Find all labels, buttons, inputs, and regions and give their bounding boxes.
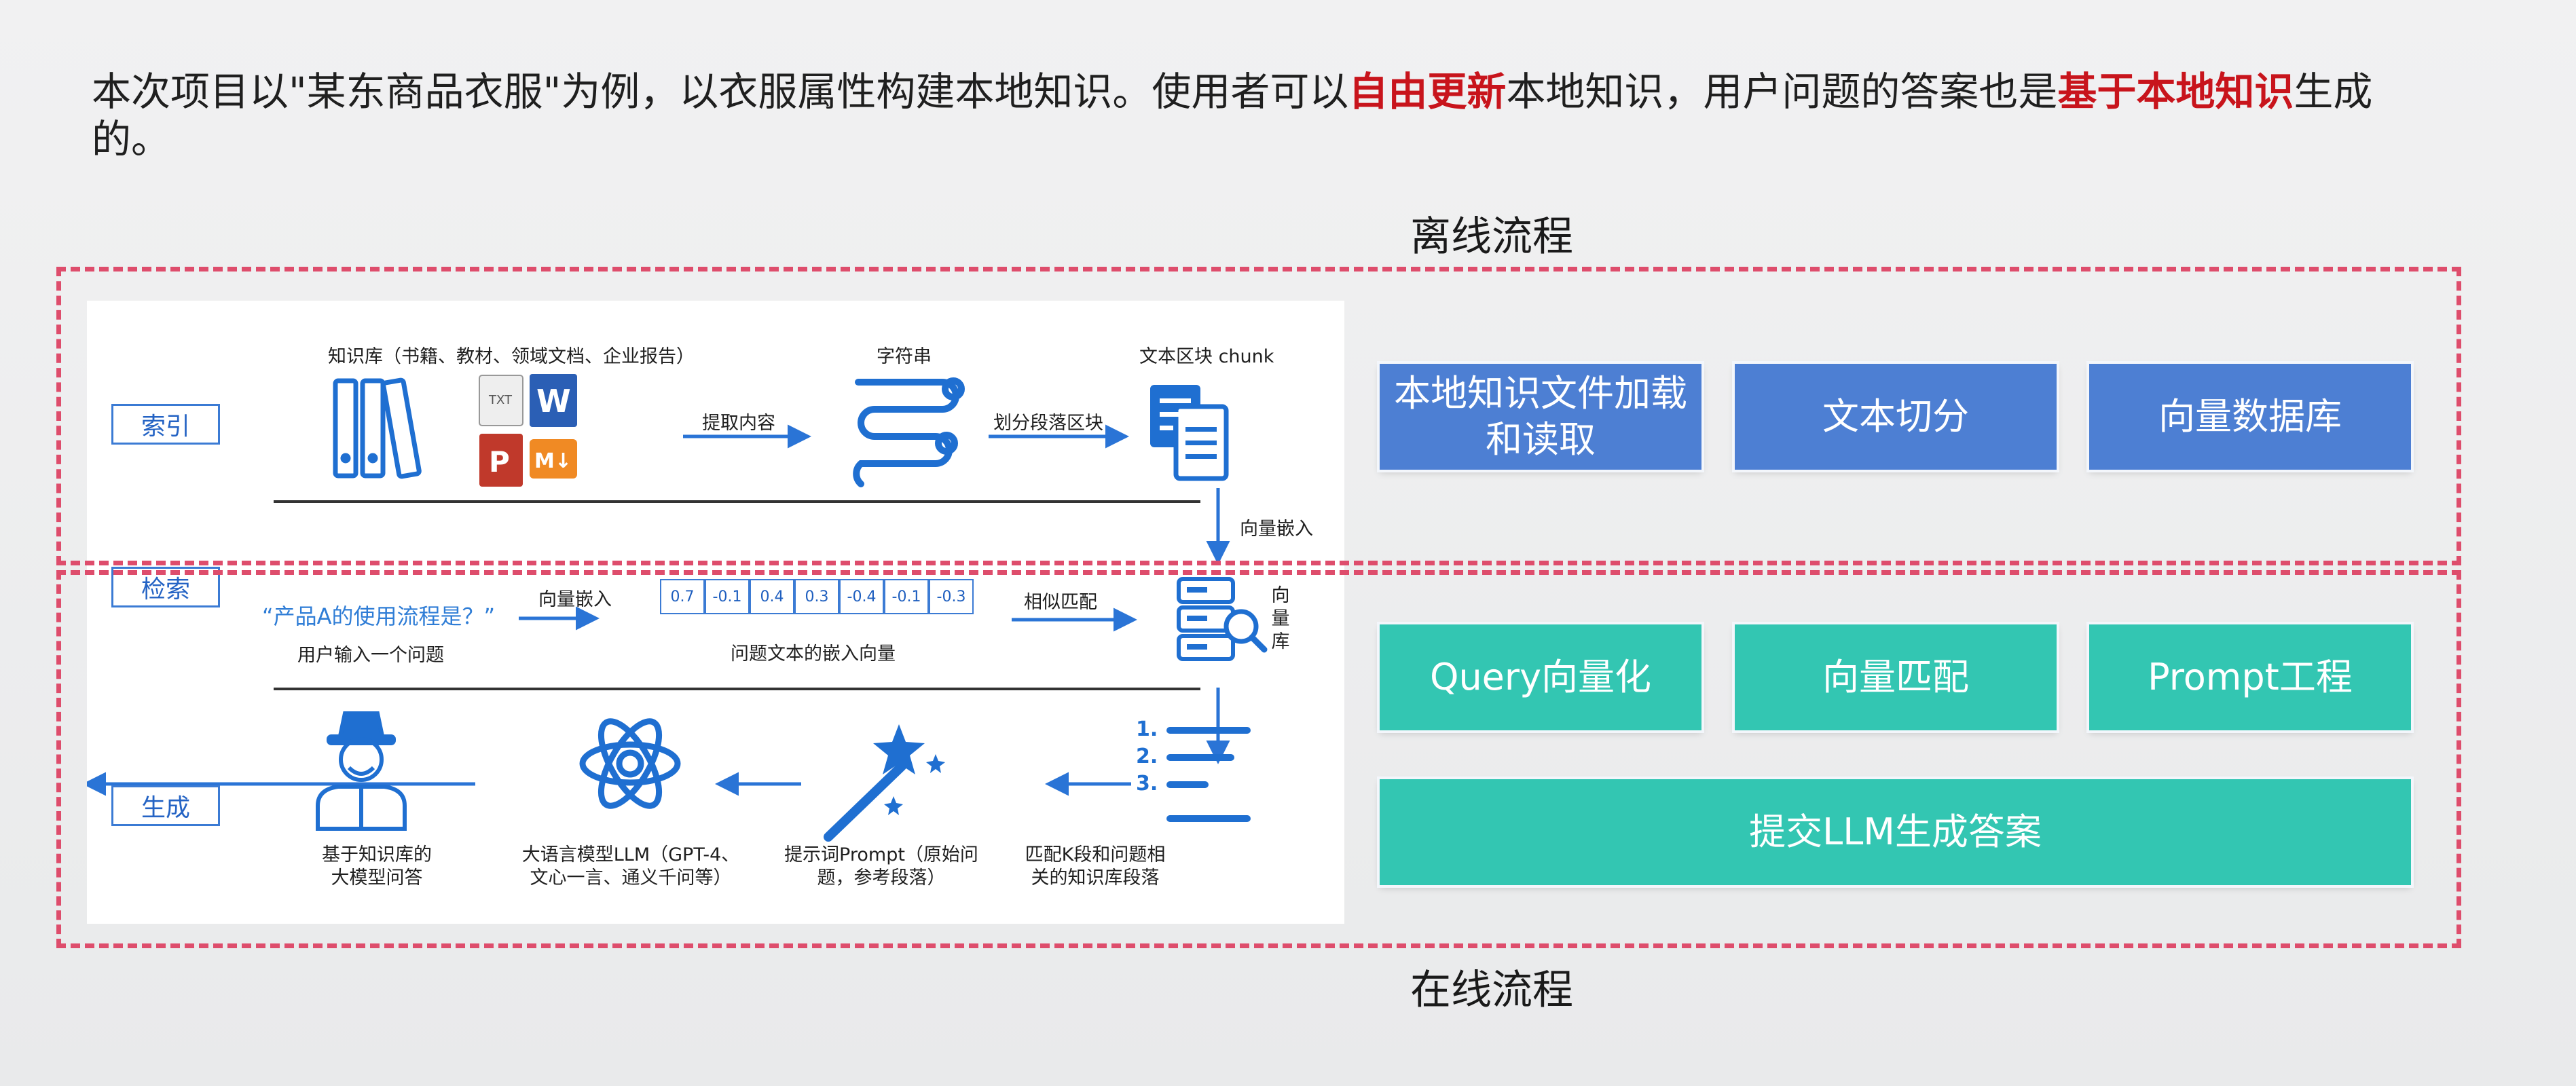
extract-label: 提取内容	[702, 413, 775, 434]
chunk-label: 文本区块 chunk	[1139, 346, 1274, 367]
embed-down-label: 向量嵌入	[1240, 519, 1313, 540]
block-load-local-files: 本地知识文件加载和读取	[1380, 364, 1701, 470]
prompt-label: 提示词Prompt（原始问题，参考段落）	[784, 844, 978, 888]
block-submit-llm: 提交LLM生成答案	[1380, 779, 2411, 885]
markdown-label: M↓	[534, 449, 572, 473]
user-input-label: 用户输入一个问题	[297, 645, 444, 666]
person-icon	[316, 711, 407, 831]
txt-label: TXT	[488, 393, 513, 407]
vector-cell: -0.1	[884, 579, 929, 614]
string-label: 字符串	[877, 346, 932, 367]
vector-cell: 0.3	[794, 579, 839, 614]
intro-text-2: 本地知识，用户问题的答案也是	[1506, 69, 2058, 115]
list-number: 2.	[1136, 745, 1158, 768]
vector-database-icon	[1177, 577, 1268, 661]
rag-diagram: TXT W P M↓	[87, 301, 1344, 924]
offline-title: 离线流程	[1410, 213, 1573, 261]
split-label: 划分段落区块	[993, 413, 1103, 434]
intro-text-3: 生成的。	[92, 69, 2373, 162]
block-prompt-engineering: Prompt工程	[2089, 624, 2411, 730]
chunk-document-icon	[1150, 385, 1229, 481]
online-title: 在线流程	[1410, 967, 1573, 1014]
books-icon	[333, 377, 422, 479]
llm-label: 大语言模型LLM（GPT-4、文心一言、通义千问等）	[521, 844, 740, 888]
vector-cell: -0.3	[929, 579, 974, 614]
block-query-vectorize: Query向量化	[1380, 624, 1701, 730]
string-icon	[853, 377, 965, 487]
similar-match-label: 相似匹配	[1024, 592, 1097, 613]
block-vector-database: 向量数据库	[2089, 364, 2411, 470]
word-label: W	[536, 383, 571, 419]
vector-cell: 0.4	[750, 579, 794, 614]
pdf-label: P	[489, 445, 510, 479]
matched-paragraphs-label: 匹配K段和问题相关的知识库段落	[1025, 844, 1166, 888]
user-query-text: “产品A的使用流程是？”	[262, 603, 496, 629]
intro-text-1: 本次项目以"某东商品衣服"为例，以衣服属性构建本地知识。使用者可以	[92, 69, 1349, 115]
offline-dashed-region	[56, 267, 2461, 565]
intro-highlight-free-update: 自由更新	[1348, 69, 1507, 115]
vector-cell: -0.1	[705, 579, 750, 614]
online-dashed-region	[56, 570, 2461, 948]
pdf-file-icon: P	[479, 434, 523, 487]
magic-wand-icon	[824, 724, 945, 842]
label-generate: 生成	[111, 785, 220, 826]
block-vector-match: 向量匹配	[1735, 624, 2057, 730]
vector-cell: -0.4	[839, 579, 884, 614]
knowledge-base-label: 知识库（书籍、教材、领域文档、企业报告）	[328, 346, 695, 367]
word-file-icon: W	[530, 374, 577, 427]
list-number: 1.	[1136, 717, 1158, 741]
block-text-split: 文本切分	[1735, 364, 2057, 470]
txt-file-icon: TXT	[479, 375, 523, 426]
query-vector-label: 问题文本的嵌入向量	[731, 643, 896, 664]
markdown-file-icon: M↓	[530, 439, 577, 479]
diagram-graphics: TXT W P M↓	[87, 374, 1268, 842]
llm-logo-icon	[579, 718, 681, 809]
vector-cell: 0.7	[660, 579, 705, 614]
query-embed-label: 向量嵌入	[538, 589, 612, 610]
list-number: 3.	[1136, 772, 1158, 795]
intro-paragraph: 本次项目以"某东商品衣服"为例，以衣服属性构建本地知识。使用者可以自由更新本地知…	[92, 68, 2434, 163]
label-index: 索引	[111, 404, 220, 445]
answer-label: 基于知识库的大模型问答	[322, 844, 432, 888]
numbered-list-icon	[1166, 727, 1251, 822]
intro-highlight-local-knowledge: 基于本地知识	[2057, 69, 2294, 115]
vector-db-label: 向量库	[1271, 585, 1290, 652]
query-vector-cells: 0.7 -0.1 0.4 0.3 -0.4 -0.1 -0.3	[660, 579, 979, 614]
